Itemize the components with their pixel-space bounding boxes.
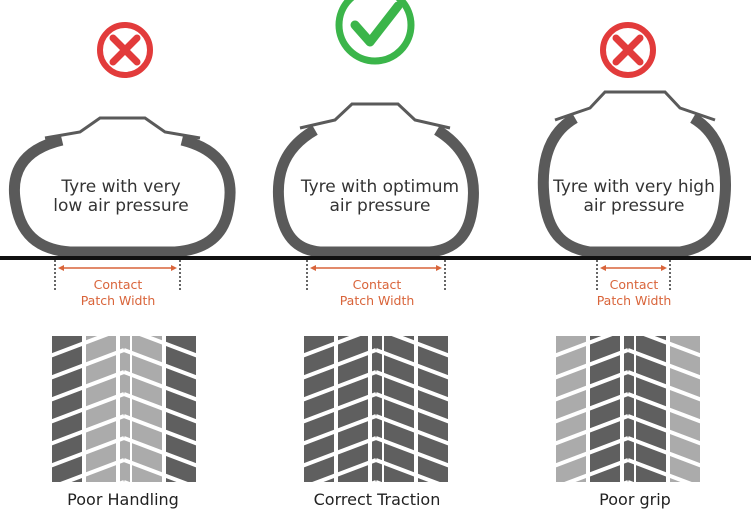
tread-groove <box>52 414 125 446</box>
tread-groove <box>627 458 692 482</box>
tread-groove <box>375 414 448 446</box>
tread-groove <box>627 348 700 380</box>
tread-groove <box>556 414 629 446</box>
patch-line: Patch Width <box>80 293 156 308</box>
tread-groove <box>304 348 377 380</box>
tyre-label-line: air pressure <box>329 196 431 216</box>
tread-groove <box>627 370 700 402</box>
tread-groove <box>304 414 377 446</box>
tyre-label-line: air pressure <box>583 196 685 216</box>
tyre-label-line: Tyre with very high <box>553 177 715 197</box>
patch-line: Contact <box>609 277 659 292</box>
tread-groove <box>124 306 198 334</box>
tyre-high-pressure <box>537 90 731 258</box>
tread-groove <box>375 348 448 380</box>
caption-poor-grip: Poor grip <box>599 490 671 509</box>
tread-groove <box>123 458 188 482</box>
tread-groove <box>304 336 361 358</box>
tyre-label-line: Tyre with optimum <box>300 177 460 197</box>
tread-groove <box>391 336 448 358</box>
tread-groove <box>123 436 196 468</box>
tread-groove <box>123 348 196 380</box>
tread-block <box>120 336 130 482</box>
tyre-low-pressure <box>8 116 236 258</box>
tread-groove <box>302 306 376 334</box>
tread-groove <box>52 370 125 402</box>
tread-groove <box>123 370 196 402</box>
contact-patch-marker <box>54 260 671 290</box>
tread-groove <box>375 370 448 402</box>
tread-groove <box>375 458 440 482</box>
tread-groove <box>627 414 700 446</box>
tread-groove <box>556 392 629 424</box>
tread-groove <box>375 392 448 424</box>
tread-groove <box>60 458 125 482</box>
tread-pattern <box>554 306 702 482</box>
tread-groove <box>52 436 125 468</box>
tread-groove <box>304 392 377 424</box>
tread-groove <box>556 370 629 402</box>
tyre-label-line: low air pressure <box>53 196 189 216</box>
tyre-optimum-pressure <box>272 102 479 258</box>
tread-groove <box>375 436 448 468</box>
tread-block <box>372 336 382 482</box>
patch-line: Patch Width <box>596 293 672 308</box>
cross-icon <box>97 22 153 78</box>
tread-pattern <box>302 306 450 482</box>
tread-groove <box>52 336 109 358</box>
cross-icon <box>600 22 656 78</box>
tread-groove <box>139 336 196 358</box>
caption-correct-traction: Correct Traction <box>313 490 441 509</box>
tread-groove <box>556 336 613 358</box>
tread-block <box>624 336 634 482</box>
tread-groove <box>50 306 124 334</box>
tread-groove <box>304 436 377 468</box>
contact-patch-arrow <box>58 265 667 271</box>
patch-line: Contact <box>93 277 143 292</box>
check-icon <box>335 0 415 65</box>
tyre-label-line: Tyre with very <box>61 177 181 197</box>
patch-line: Contact <box>352 277 402 292</box>
tread-groove <box>556 348 629 380</box>
tread-groove <box>643 336 700 358</box>
patch-line: Patch Width <box>339 293 415 308</box>
tread-groove <box>52 348 125 380</box>
tread-groove <box>312 458 377 482</box>
tread-groove <box>627 436 700 468</box>
tread-groove <box>556 436 629 468</box>
tread-groove <box>52 392 125 424</box>
tread-groove <box>304 370 377 402</box>
ground-line <box>0 256 751 260</box>
tread-groove <box>564 458 629 482</box>
tread-groove <box>123 414 196 446</box>
caption-poor-handling: Poor Handling <box>67 490 179 509</box>
tread-groove <box>123 392 196 424</box>
tread-groove <box>628 306 702 334</box>
tread-groove <box>376 306 450 334</box>
tread-groove <box>627 392 700 424</box>
tread-pattern <box>50 306 198 482</box>
tread-groove <box>554 306 628 334</box>
